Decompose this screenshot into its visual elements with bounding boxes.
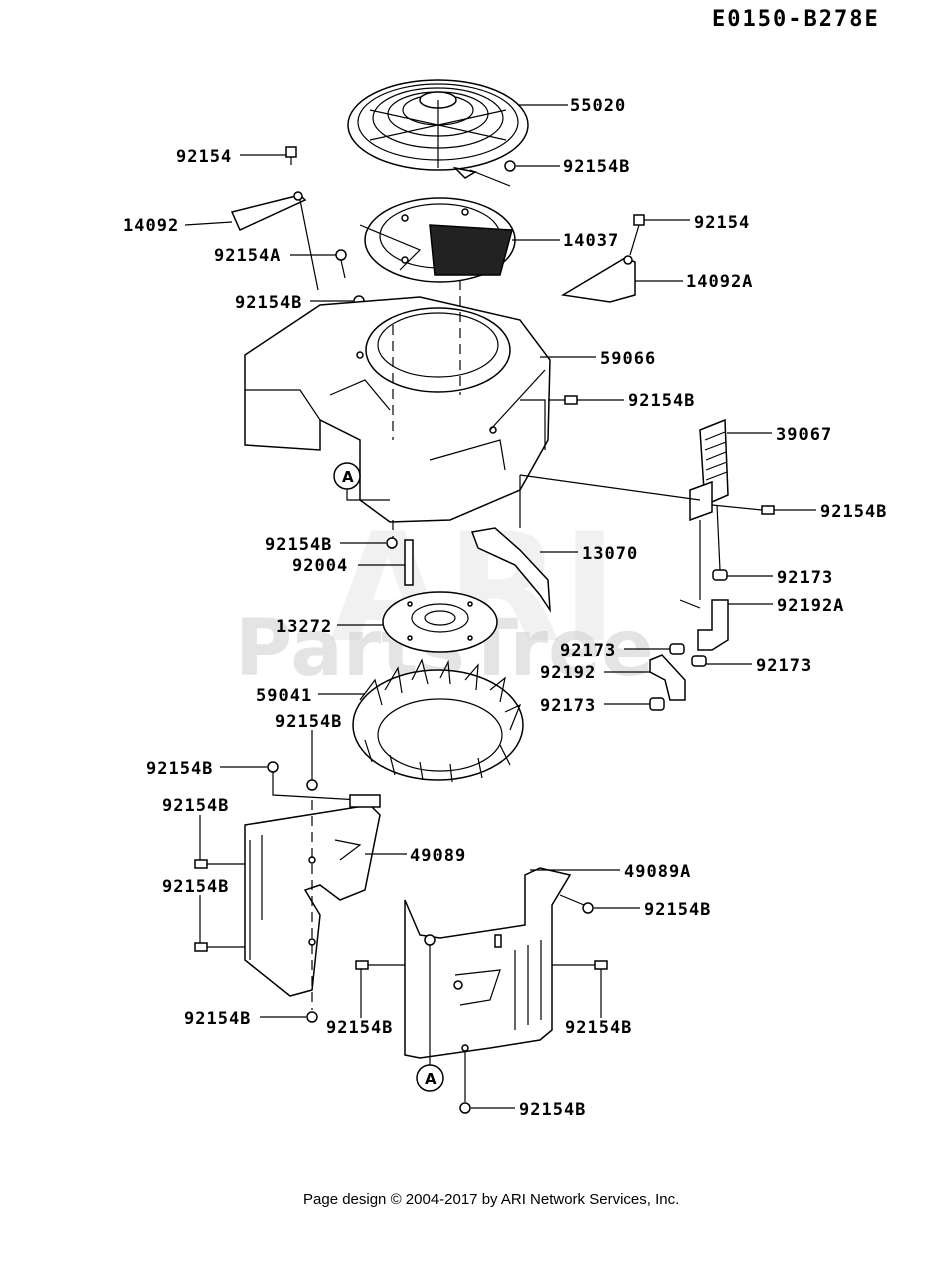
bolt-92154B-f1[interactable] xyxy=(267,761,279,773)
svg-text:A: A xyxy=(342,468,354,486)
label-92004: 92004 xyxy=(292,556,348,576)
clamp-92173-d[interactable] xyxy=(649,697,665,711)
shroud-49089A[interactable] xyxy=(404,867,572,1059)
label-92154B-f2: 92154B xyxy=(275,712,342,732)
label-92154B-pin: 92154B xyxy=(265,535,332,555)
bolt-92154B-b3[interactable] xyxy=(594,960,608,970)
svg-text:A: A xyxy=(425,1070,437,1088)
label-92192A: 92192A xyxy=(777,596,844,616)
label-14092: 14092 xyxy=(123,216,179,236)
bolt-92154A[interactable] xyxy=(335,249,347,261)
label-92173-b: 92173 xyxy=(560,641,616,661)
fan-59041[interactable] xyxy=(352,658,524,783)
stud-92004[interactable] xyxy=(404,539,414,586)
label-92154B-mid: 92154B xyxy=(628,391,695,411)
label-49089A: 49089A xyxy=(624,862,691,882)
screen-cover-14037[interactable] xyxy=(359,197,516,283)
label-92154-top: 92154 xyxy=(176,147,232,167)
oil-cooler-39067[interactable] xyxy=(689,418,729,600)
bolt-92154B-f2[interactable] xyxy=(306,779,318,791)
plate-13272[interactable] xyxy=(382,591,498,653)
callout-a-bottom: A xyxy=(416,1064,444,1092)
label-39067: 39067 xyxy=(776,425,832,445)
bolt-92154B-top[interactable] xyxy=(504,160,516,172)
label-92154B-b2: 92154B xyxy=(326,1018,393,1038)
label-92154A: 92154A xyxy=(214,246,281,266)
hose-92192[interactable] xyxy=(649,654,686,701)
cover-plate-14092[interactable] xyxy=(230,191,307,231)
label-14092A: 14092A xyxy=(686,272,753,292)
clamp-92173-c[interactable] xyxy=(691,655,707,667)
label-13272: 13272 xyxy=(276,617,332,637)
label-92154-right: 92154 xyxy=(694,213,750,233)
bolt-92154B-b1[interactable] xyxy=(306,1011,318,1023)
diagram-code: E0150-B278E xyxy=(712,7,880,32)
label-55020: 55020 xyxy=(570,96,626,116)
label-92154B-s1: 92154B xyxy=(162,796,229,816)
footer-copyright: Page design © 2004-2017 by ARI Network S… xyxy=(303,1191,679,1208)
cover-plate-14092A[interactable] xyxy=(560,255,636,303)
label-92154B-b1: 92154B xyxy=(184,1009,251,1029)
label-92154B-left: 92154B xyxy=(235,293,302,313)
label-14037: 14037 xyxy=(563,231,619,251)
bolt-92154B-b2[interactable] xyxy=(355,960,369,970)
bolt-92154B-fin[interactable] xyxy=(761,505,775,515)
callout-a-top: A xyxy=(333,462,361,490)
fan-screen-55020[interactable] xyxy=(347,79,529,179)
label-49089: 49089 xyxy=(410,846,466,866)
fan-housing-59066[interactable] xyxy=(244,296,551,523)
label-92154B-f1: 92154B xyxy=(146,759,213,779)
baffle-13070[interactable] xyxy=(470,527,551,613)
bolt-92154B-r1[interactable] xyxy=(582,902,594,914)
label-92154B-b3: 92154B xyxy=(565,1018,632,1038)
label-92154B-r1: 92154B xyxy=(644,900,711,920)
label-92173-a: 92173 xyxy=(777,568,833,588)
label-92173-c: 92173 xyxy=(756,656,812,676)
label-92154B-b4: 92154B xyxy=(519,1100,586,1120)
bolt-92154B-pin[interactable] xyxy=(386,537,398,549)
clamp-92173-b[interactable] xyxy=(669,643,685,655)
label-59041: 59041 xyxy=(256,686,312,706)
label-59066: 59066 xyxy=(600,349,656,369)
label-92154B-s2: 92154B xyxy=(162,877,229,897)
bolt-92154-top[interactable] xyxy=(285,146,297,165)
bolt-92154B-mid[interactable] xyxy=(564,395,578,405)
label-13070: 13070 xyxy=(582,544,638,564)
bolt-92154-right[interactable] xyxy=(633,214,645,226)
bolt-92154B-b4[interactable] xyxy=(459,1102,471,1114)
label-92173-d: 92173 xyxy=(540,696,596,716)
label-92192: 92192 xyxy=(540,663,596,683)
bolt-92154B-s2[interactable] xyxy=(194,942,208,952)
label-92154B-top: 92154B xyxy=(563,157,630,177)
clamp-92173-a[interactable] xyxy=(712,569,728,581)
bolt-92154B-s1[interactable] xyxy=(194,859,208,869)
label-92154B-fin: 92154B xyxy=(820,502,887,522)
hose-92192A[interactable] xyxy=(697,599,729,651)
